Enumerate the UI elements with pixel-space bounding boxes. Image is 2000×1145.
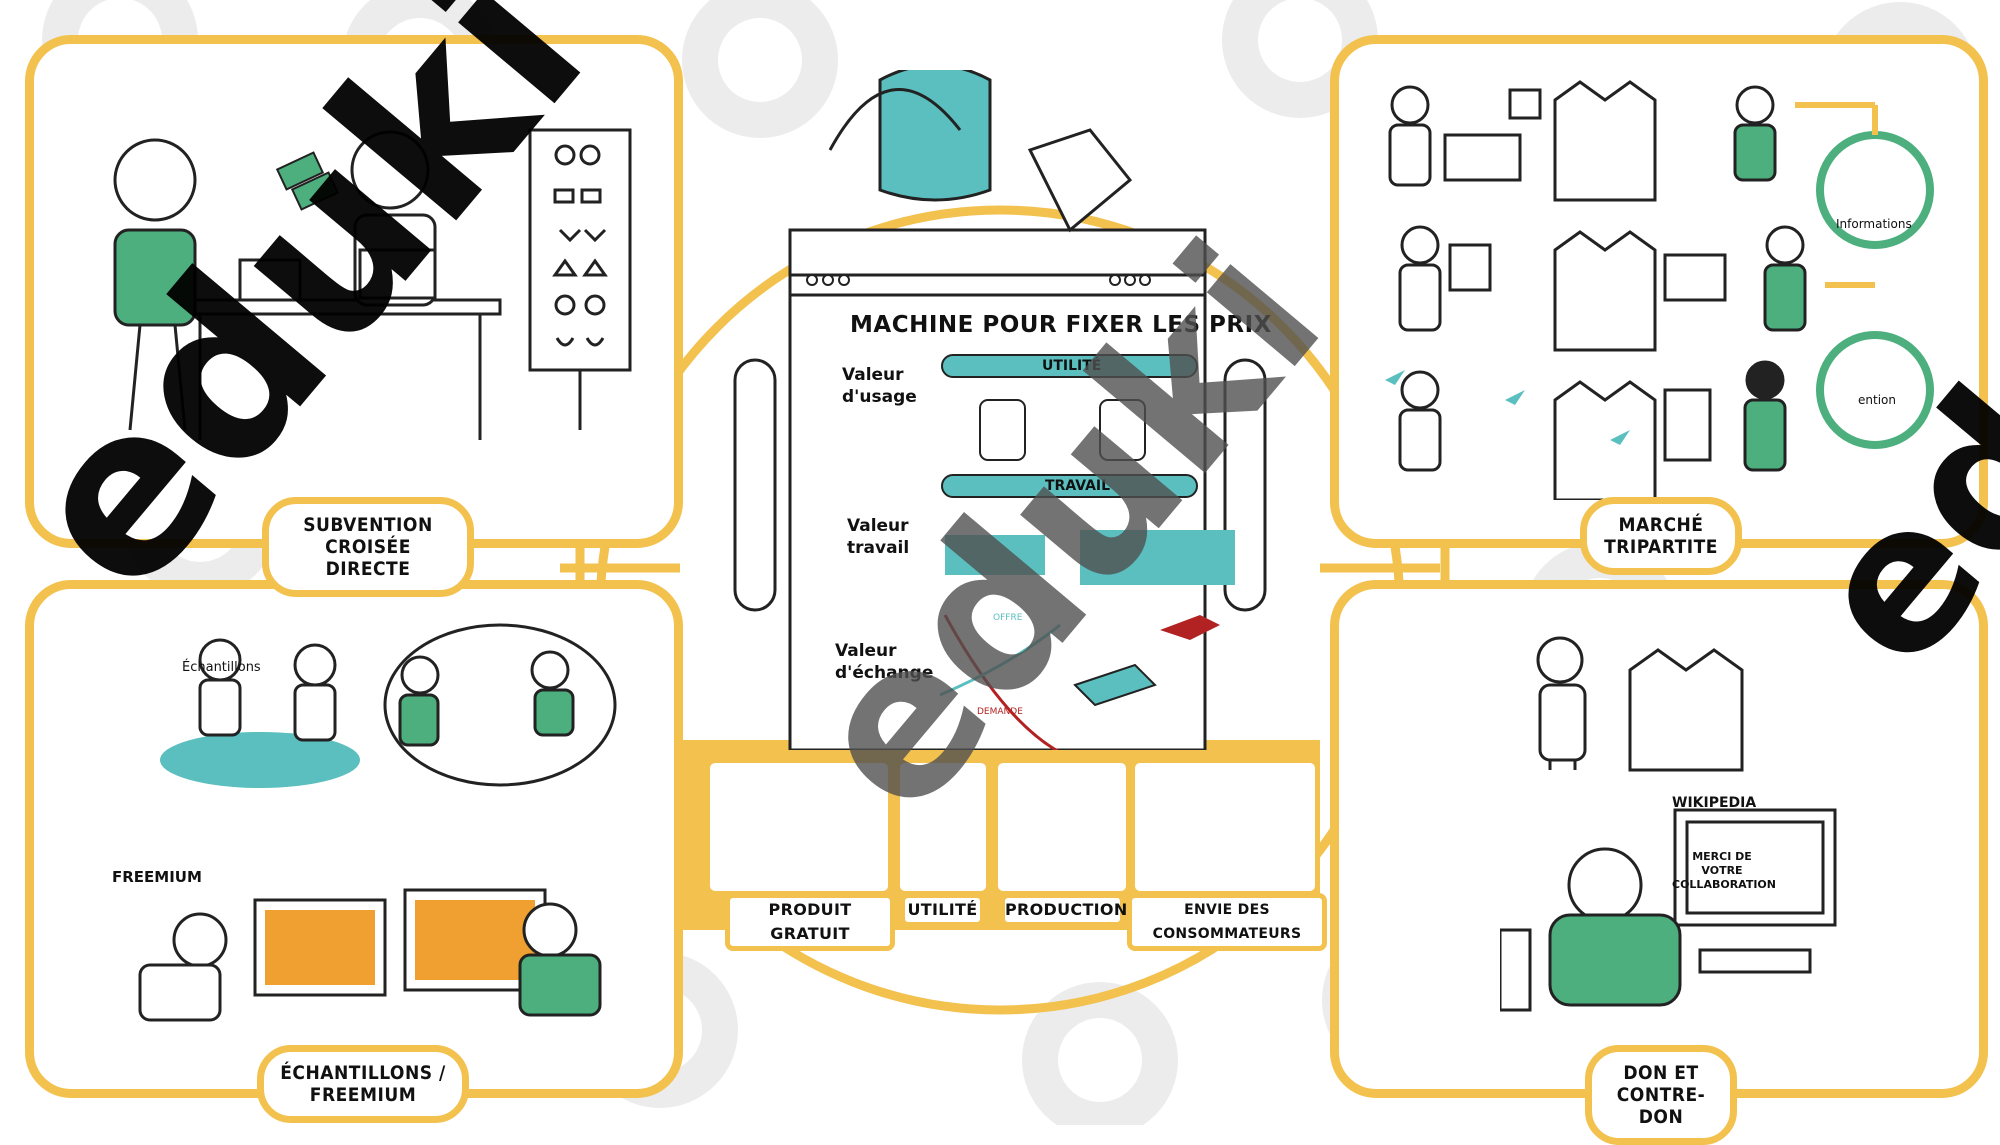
tripartite-market-illustration (1365, 80, 1934, 500)
strip-image-production (993, 758, 1131, 896)
direct-cross-subsidy-illustration (113, 128, 632, 440)
strip-image-envie (1130, 758, 1320, 896)
row-label-valeur-travail: Valeur travail (847, 516, 910, 558)
samples-freemium-illustration (138, 623, 617, 1022)
strip-image-utilite (895, 758, 991, 896)
wikipedia-screen-message: MERCI DE VOTRE COLLABORATION (1672, 850, 1776, 891)
machine-title: MACHINE POUR FIXER LES PRIX (850, 312, 1272, 338)
strip-label-envie: ENVIE DES CONSOMMATEURS (1127, 893, 1327, 951)
samples-caption: Échantillons (182, 660, 261, 675)
slider-label-travail: TRAVAIL (1045, 478, 1111, 494)
badge-informations: Informations (1836, 217, 1912, 231)
label-marche-tripartite: MARCHÉ TRIPARTITE (1580, 497, 1742, 575)
row-label-valeur-usage: Valeur d'usage (842, 365, 917, 407)
curve-label-offre: OFFRE (993, 613, 1023, 623)
label-subvention-croisee-directe: SUBVENTION CROISÉE DIRECTE (262, 497, 474, 597)
strip-label-production: PRODUCTION (1000, 893, 1127, 927)
gift-counter-gift-illustration (1500, 636, 1837, 1012)
curve-label-demande: DEMANDE (977, 707, 1023, 717)
strip-label-utilite: UTILITÉ (900, 893, 985, 927)
strip-label-produit-gratuit: PRODUIT GRATUIT (725, 893, 895, 951)
strip-image-produit-gratuit (705, 758, 893, 896)
badge-ention: ention (1858, 393, 1896, 407)
freemium-caption: FREEMIUM (112, 868, 202, 886)
price-machine-illustration (733, 70, 1267, 750)
slider-label-utilite: UTILITÉ (1042, 358, 1102, 374)
label-don-contre-don: DON ET CONTRE-DON (1585, 1045, 1737, 1145)
label-echantillons-freemium: ÉCHANTILLONS / FREEMIUM (257, 1045, 469, 1123)
wikipedia-title: WIKIPEDIA (1672, 795, 1757, 811)
row-label-valeur-echange: Valeur d'échange (835, 641, 934, 683)
